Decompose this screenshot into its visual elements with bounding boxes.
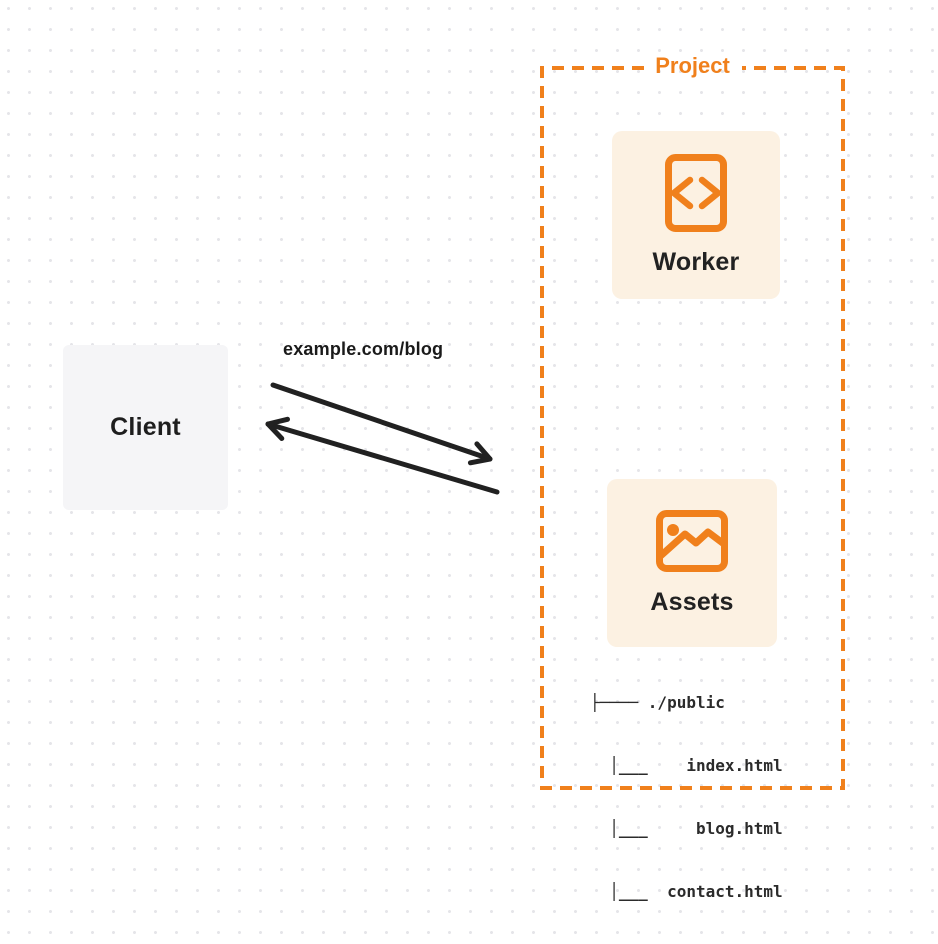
request-response-arrows xyxy=(265,382,500,495)
project-dashed-border xyxy=(540,66,845,790)
client-label: Client xyxy=(110,413,181,441)
file-tree-line: ├──── ./public xyxy=(590,693,725,712)
file-tree: ├──── ./public │___ index.html │___ blog… xyxy=(590,650,783,944)
worker-label: Worker xyxy=(652,247,740,276)
file-tree-line: │___ contact.html xyxy=(590,882,783,901)
file-tree-line: │___ index.html xyxy=(590,756,783,775)
request-arrow-icon xyxy=(270,382,493,466)
response-arrow-icon xyxy=(265,416,500,495)
request-url-label: example.com/blog xyxy=(283,339,444,359)
client-node: Client xyxy=(63,345,228,510)
project-boundary: Project Worker Assets ├──── ./public │__… xyxy=(540,53,845,901)
worker-card: Worker xyxy=(612,131,780,299)
file-tree-line: │___ blog.html xyxy=(590,819,783,838)
sun-dot xyxy=(667,523,679,536)
image-icon xyxy=(656,509,728,572)
code-file-icon xyxy=(665,153,727,232)
architecture-diagram: { "diagram": { "client": { "label": "Cli… xyxy=(0,0,938,901)
assets-label: Assets xyxy=(650,587,734,616)
project-title: Project xyxy=(655,53,730,78)
assets-card: Assets xyxy=(607,479,777,647)
